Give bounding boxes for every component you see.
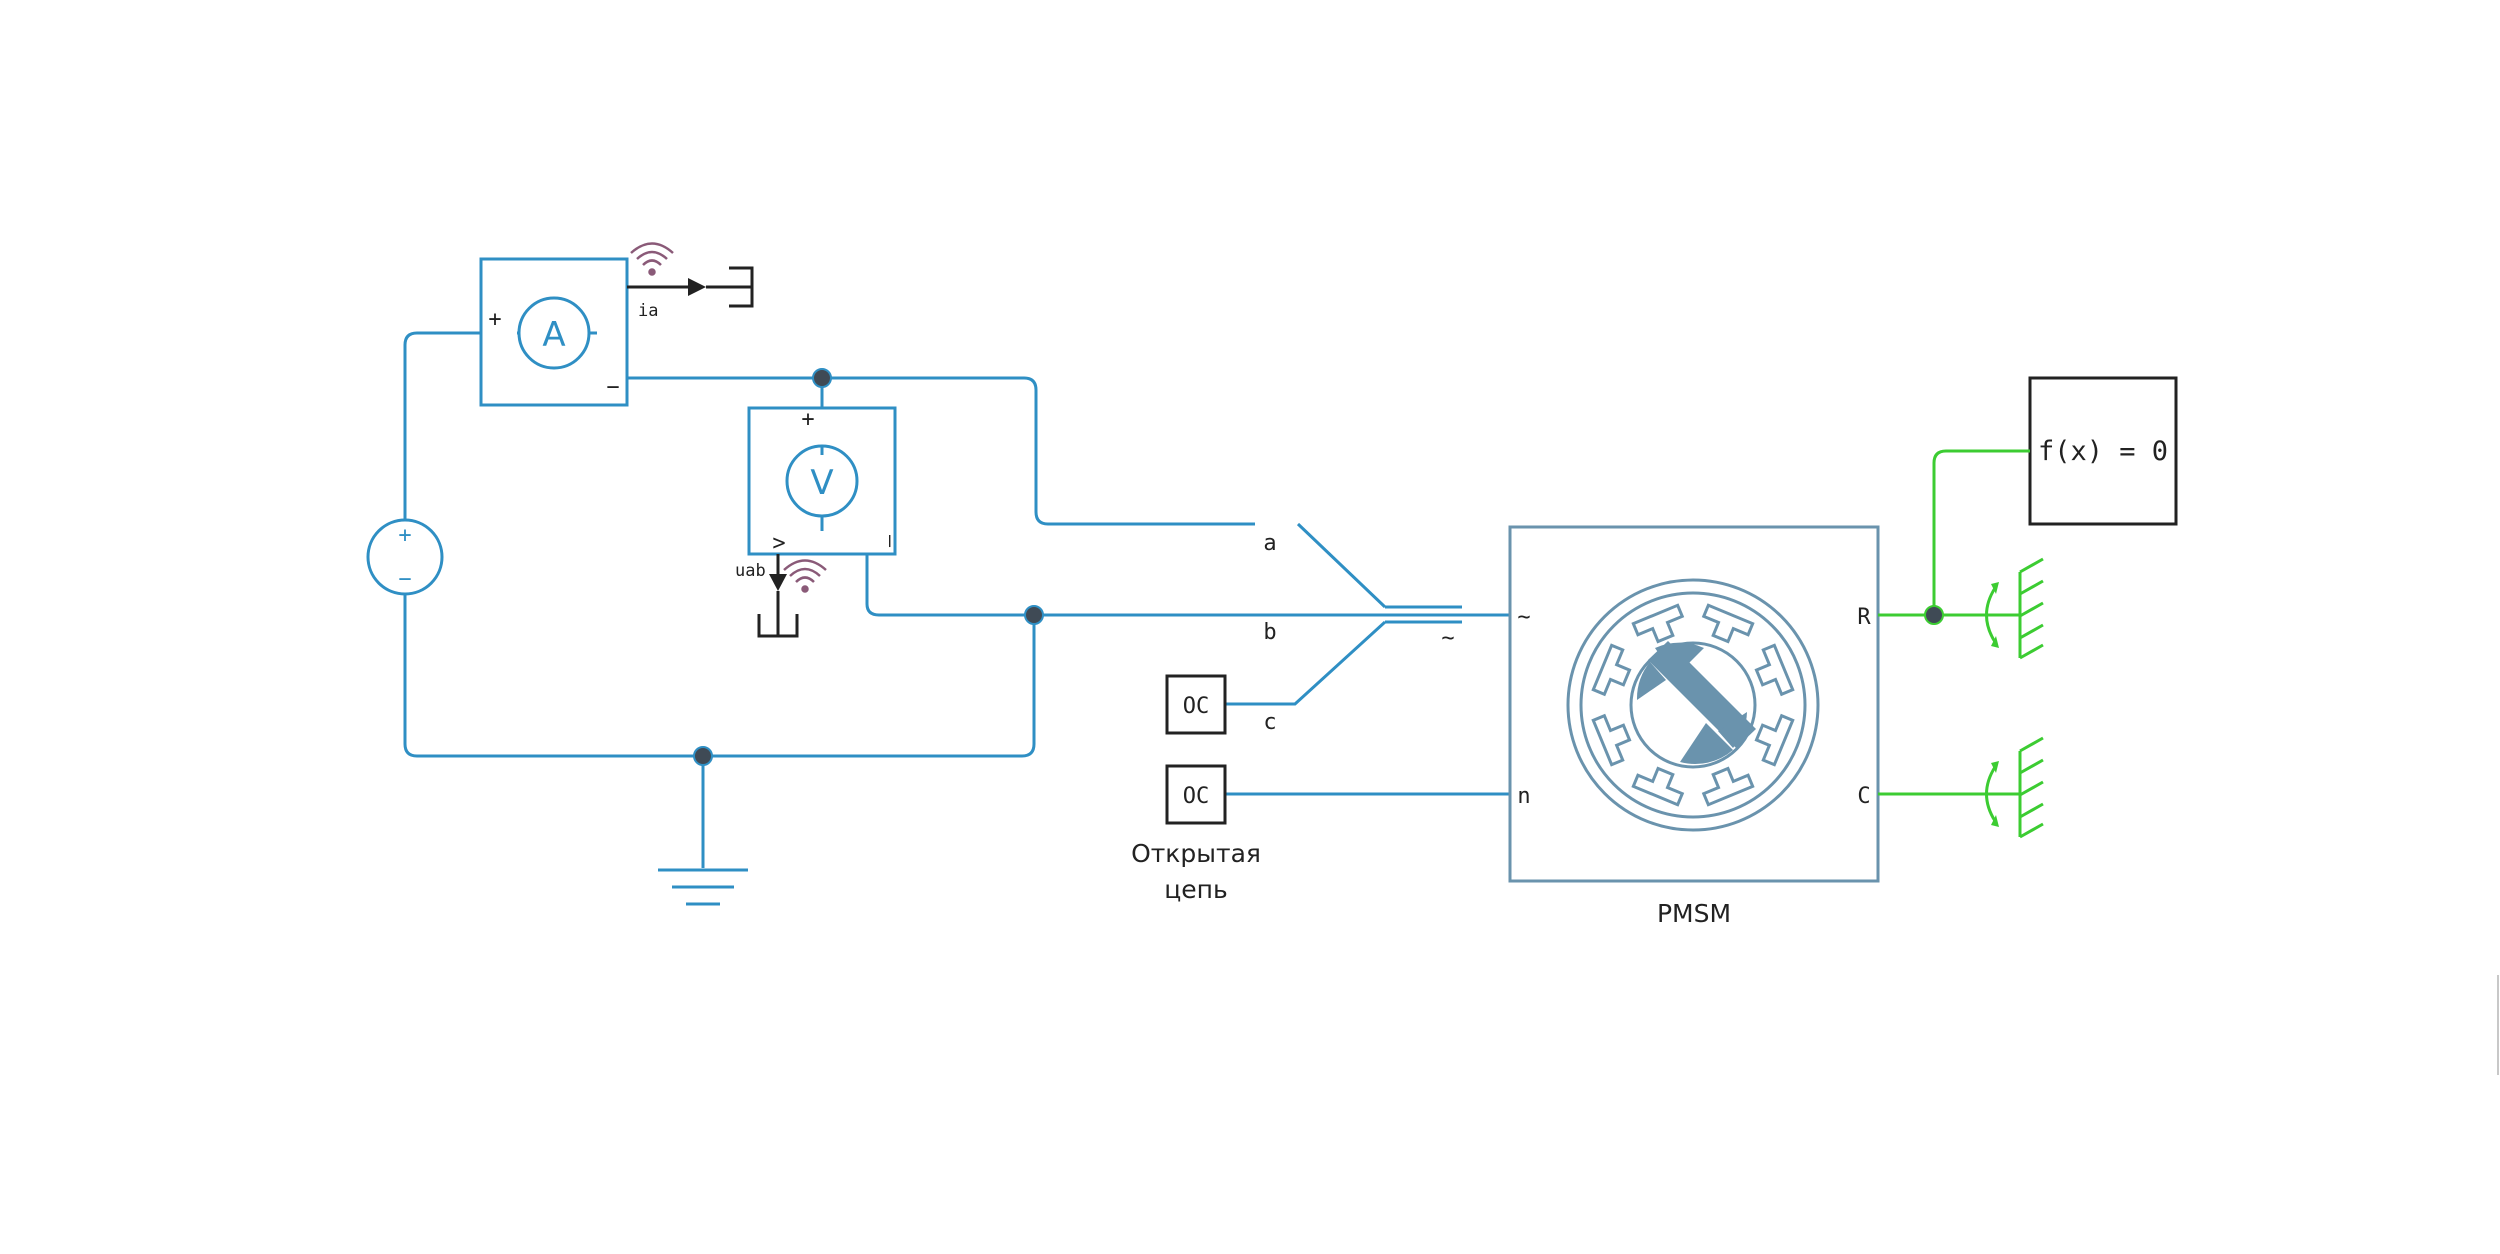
pmsm-port-tilde: ~	[1517, 605, 1530, 630]
electrical-wires	[403, 331, 1510, 868]
solver-configuration-block[interactable]: f(x) = 0	[2028, 376, 2178, 526]
open-circuit-caption-line1: Открытая	[1131, 839, 1261, 868]
pmsm-block[interactable]: ~ n R C	[1508, 525, 1880, 883]
voltage-source[interactable]: + −	[366, 518, 444, 596]
wire-phase-c[interactable]	[1225, 620, 1387, 706]
voltage-source-plus: +	[398, 523, 411, 548]
ammeter-plus-label: +	[488, 307, 501, 332]
stator-slot	[1701, 766, 1755, 807]
stator-slot	[1631, 766, 1685, 807]
pmsm-port-n: n	[1517, 784, 1530, 809]
mechanical-wires	[1878, 449, 2030, 796]
stator-slot	[1754, 713, 1795, 767]
dc-voltage-source-icon	[366, 518, 444, 596]
wire-node-to-phase-a[interactable]	[822, 376, 1255, 526]
phase-a-label: a	[1263, 531, 1276, 556]
stator-slot	[1754, 643, 1795, 697]
ammeter-symbol: A	[542, 315, 565, 355]
voltmeter-signal: uab	[735, 554, 827, 638]
open-circuit-label: OC	[1183, 784, 1210, 809]
stator-slot	[1591, 713, 1632, 767]
voltmeter-right-label: –	[879, 535, 903, 548]
voltage-source-minus: −	[398, 567, 411, 592]
ammeter-minus-label: −	[606, 375, 619, 400]
open-circuit-block-c[interactable]: OC	[1165, 674, 1227, 735]
pmsm-name: PMSM	[1657, 899, 1731, 928]
voltmeter-left-label: >	[772, 531, 785, 556]
electrical-ground-icon[interactable]	[658, 868, 748, 906]
open-circuit-label: OC	[1183, 694, 1210, 719]
voltmeter-symbol: V	[810, 463, 833, 503]
stator-slot	[1631, 603, 1685, 644]
ammeter-block[interactable]: A + −	[479, 257, 629, 407]
phase-b-label: b	[1263, 620, 1276, 645]
signal-terminator-icon[interactable]	[757, 591, 799, 638]
solver-label: f(x) = 0	[2038, 436, 2168, 467]
signal-wireless-icon	[630, 242, 674, 276]
pmsm-port-c: C	[1857, 784, 1870, 809]
wire-phase-b-to-ground-rail[interactable]	[703, 615, 1036, 758]
pmsm-port-r: R	[1857, 605, 1871, 630]
open-circuit-block-n[interactable]: OC	[1165, 764, 1227, 825]
node-top[interactable]	[812, 368, 832, 388]
mechanical-reference-icon[interactable]	[1985, 557, 2044, 660]
wire-source-to-ammeter[interactable]	[403, 331, 517, 520]
signal-terminator-icon[interactable]	[706, 266, 754, 308]
bus-tilde-label: ~	[1441, 626, 1454, 651]
electrical-nodes	[693, 368, 1044, 766]
stator-slot	[1701, 603, 1755, 644]
mechanical-reference-icon[interactable]	[1985, 736, 2044, 839]
ammeter-signal-label: ia	[638, 301, 658, 321]
node-phase-b[interactable]	[1024, 605, 1044, 625]
voltmeter-signal-label: uab	[735, 561, 766, 581]
signal-wireless-icon	[783, 559, 827, 593]
node-ground-rail[interactable]	[693, 746, 713, 766]
voltmeter-block[interactable]: V + – >	[747, 406, 903, 556]
node-mechanical[interactable]	[1924, 605, 1944, 625]
ammeter-signal: ia	[627, 242, 754, 321]
wire-phase-a-bus[interactable]	[1296, 522, 1387, 609]
voltmeter-plus-label: +	[801, 407, 814, 432]
wire-node-to-solver[interactable]	[1932, 449, 2030, 615]
phase-c-label: c	[1263, 710, 1276, 735]
pmsm-motor-icon	[1566, 578, 1820, 832]
open-circuit-caption-line2: цепь	[1164, 875, 1227, 904]
phase-bus-bars	[1385, 605, 1462, 624]
stator-slot	[1591, 643, 1632, 697]
wire-ammeter-to-node[interactable]	[597, 331, 822, 380]
wire-source-negative[interactable]	[403, 594, 703, 758]
